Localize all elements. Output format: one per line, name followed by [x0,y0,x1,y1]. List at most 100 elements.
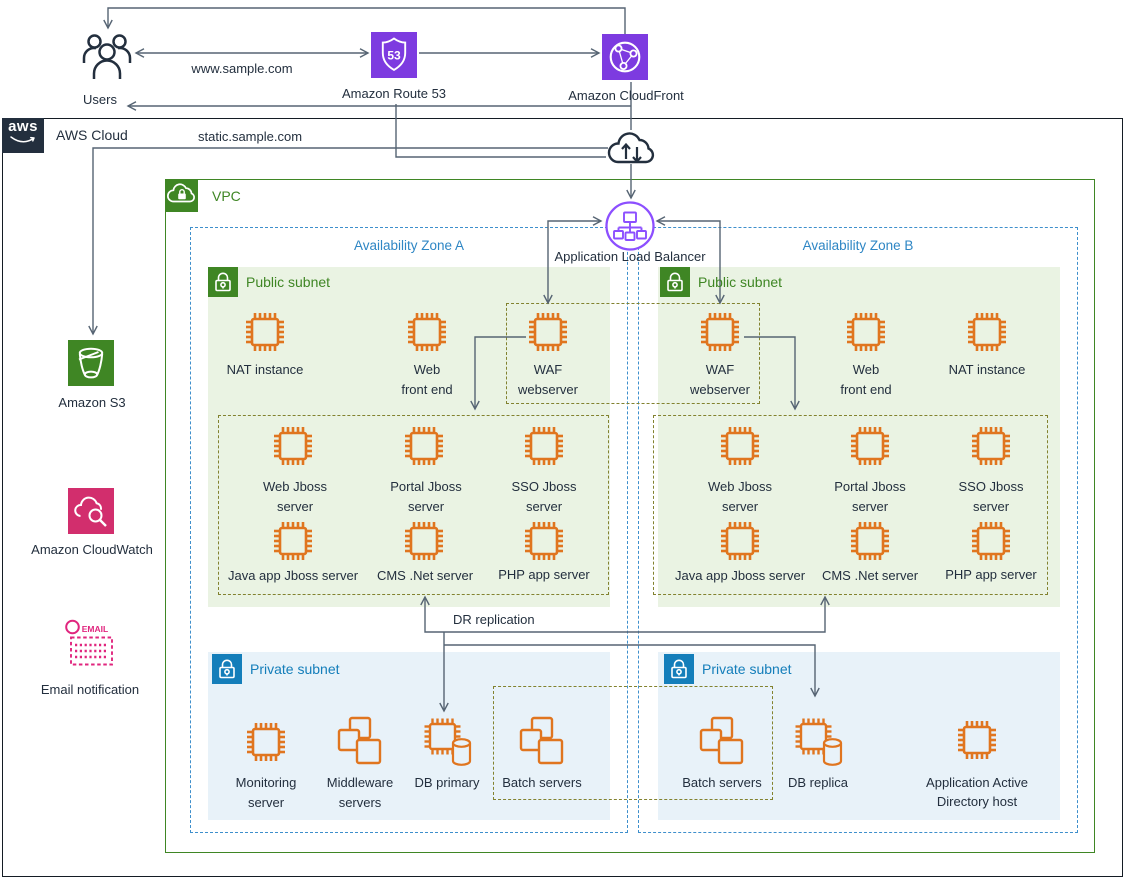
users-label: Users [83,92,117,107]
java-jboss-a-icon [271,519,315,563]
batch-b-icon [698,716,746,768]
waf-a-icon [526,310,570,354]
az-a-label: Availability Zone A [353,238,465,253]
batch-a-label: Batch servers [502,775,582,790]
web-frontend-a-icon [405,310,449,354]
web-jboss-a-icon [271,424,315,468]
private-subnet-a-label: Private subnet [250,661,340,677]
web-frontend-b-label: front end [840,382,892,397]
middleware-icon [336,716,384,768]
waf-a-label: WAF [533,362,563,377]
availability-zone-b [638,227,1078,833]
sso-jboss-b-label: SSO Jboss [958,479,1024,494]
private-subnet-b-label: Private subnet [702,661,792,677]
web-frontend-a-label: front end [401,382,453,397]
php-app-a-label: PHP app server [498,567,590,582]
cms-net-b-icon [848,519,892,563]
waf-a-label: webserver [518,382,578,397]
java-jboss-b-icon [718,519,762,563]
waf-b-label: WAF [705,362,735,377]
sso-jboss-b-label: server [972,499,1010,514]
app-servers-a-box [218,415,609,595]
web-frontend-b-label: Web [852,362,880,377]
sso-jboss-a-icon [522,424,566,468]
php-app-a-icon [522,519,566,563]
nat-a-label: NAT instance [226,362,304,377]
waf-b-label: webserver [690,382,750,397]
nat-a-icon [243,310,287,354]
cms-net-b-label: CMS .Net server [821,568,919,583]
middleware-label: Middleware [326,775,394,790]
batch-a-icon [518,716,566,768]
sso-jboss-a-label: server [525,499,563,514]
public-subnet-a-icon [208,267,238,302]
internet-gateway-icon [605,126,657,170]
db-primary-label: DB primary [414,775,480,790]
aws-smile-icon [10,136,35,143]
web-jboss-b-label: Web Jboss [707,479,773,494]
batch-group-box [493,686,773,800]
route53-icon: 53 [371,32,417,78]
s3-label: Amazon S3 [58,395,126,410]
web-jboss-a-label: Web Jboss [262,479,328,494]
cloudwatch-label: Amazon CloudWatch [31,542,153,557]
aws-cloud-boundary [2,118,1123,877]
s3-icon [68,340,114,386]
route53-label: Amazon Route 53 [341,86,447,101]
www-domain-label: www.sample.com [191,61,293,76]
availability-zone-a [190,227,628,833]
portal-jboss-b-icon [848,424,892,468]
public-subnet-a-label: Public subnet [246,274,331,290]
web-jboss-b-icon [718,424,762,468]
db-replica-icon [793,716,843,768]
nat-b-icon [965,310,1009,354]
php-app-b-label: PHP app server [945,567,1037,582]
vpc-label: VPC [212,188,241,204]
java-jboss-a-label: Java app Jboss server [227,568,359,583]
monitoring-label: Monitoring [235,775,297,790]
aws-logo-text: aws [8,118,38,135]
ad-host-label: Directory host [936,794,1018,809]
cloudwatch-icon [68,488,114,534]
portal-jboss-a-label: server [407,499,445,514]
ad-host-label: Application Active [926,775,1028,790]
nat-b-label: NAT instance [948,362,1026,377]
sso-jboss-b-icon [969,424,1013,468]
waf-group-box [506,303,760,404]
portal-jboss-a-icon [402,424,446,468]
private-subnet-b-icon [664,654,694,689]
public-subnet-b-icon [660,267,690,302]
web-jboss-b-label: server [721,499,759,514]
monitoring-icon [244,720,288,764]
alb-label: Application Load Balancer [554,249,706,264]
svg-text:53: 53 [387,49,401,63]
app-servers-b-box [653,415,1048,595]
web-jboss-a-label: server [276,499,314,514]
cloudfront-label: Amazon CloudFront [568,88,684,103]
users-icon [80,28,134,82]
vpc-boundary [165,179,1095,853]
vpc-icon [165,179,198,217]
az-b-label: Availability Zone B [802,238,914,253]
batch-b-label: Batch servers [682,775,762,790]
private-subnet-a-icon [212,654,242,689]
email-notification-label: Email notification [40,682,140,697]
monitoring-label: server [247,795,285,810]
waf-b-icon [698,310,742,354]
php-app-b-icon [969,519,1013,563]
java-jboss-b-label: Java app Jboss server [674,568,806,583]
cms-net-a-label: CMS .Net server [376,568,474,583]
db-primary-icon [422,716,472,768]
db-replica-label: DB replica [788,775,848,790]
portal-jboss-b-label: Portal Jboss [834,479,906,494]
cms-net-a-icon [402,519,446,563]
public-subnet-b-label: Public subnet [698,274,783,290]
web-frontend-b-icon [844,310,888,354]
aws-logo: aws [2,118,44,153]
static-domain-label: static.sample.com [198,129,303,144]
portal-jboss-a-label: Portal Jboss [390,479,462,494]
web-frontend-a-label: Web [413,362,441,377]
ad-host-icon [955,718,999,762]
